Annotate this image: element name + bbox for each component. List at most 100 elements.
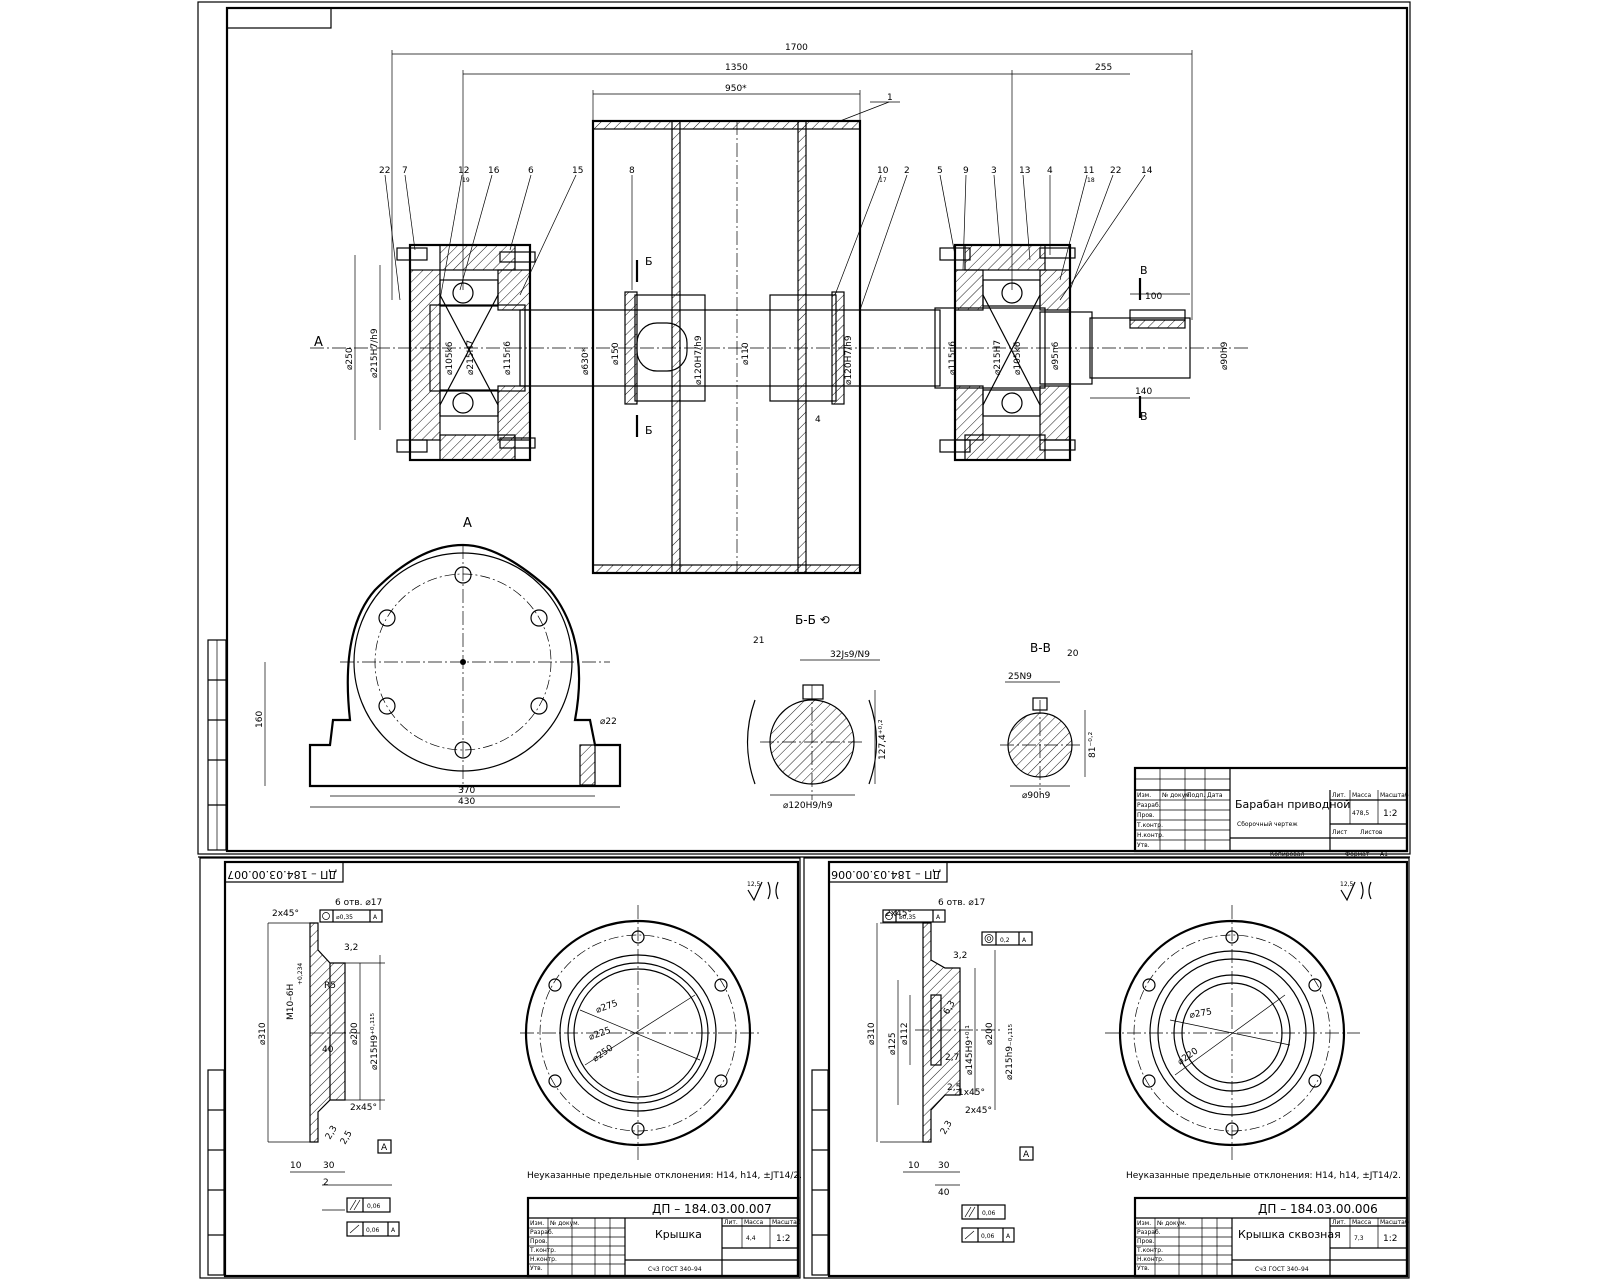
left-d2-5: 2,5 — [339, 1129, 355, 1146]
right-d125: ⌀125 — [888, 1032, 898, 1055]
main-scale: 1:2 — [1383, 809, 1397, 819]
balloon-3: 3 — [991, 166, 997, 176]
right-code-rotated: ДП – 184.03.00.006 — [831, 868, 941, 881]
vv-balloon: 20 — [1067, 649, 1079, 659]
view-a: A — [264, 516, 622, 808]
left-title: Крышка — [655, 1228, 702, 1241]
left-datum-a — [377, 1139, 392, 1154]
right-note: Неуказанные предельные отклонения: H14, … — [1126, 1171, 1401, 1181]
stamp-list-label: Лист — [1332, 829, 1348, 836]
right-d310: ⌀310 — [867, 1022, 877, 1045]
left-tol-pos-ref: A — [373, 914, 378, 921]
balloon-22-left: 22 — [379, 166, 390, 176]
left-roughness: 12,5 — [747, 881, 761, 888]
stamp-header-data: Дата — [1207, 792, 1223, 799]
balloon-leaders — [384, 101, 1146, 311]
right-phi275: ⌀275 — [1189, 1007, 1213, 1021]
right-title-block — [1133, 1196, 1409, 1278]
balloon-10: 10 — [877, 166, 889, 176]
margin-strip-right — [811, 1069, 829, 1276]
left-phi275: ⌀275 — [595, 999, 620, 1016]
right-scale-label: Масштаб — [1380, 1219, 1409, 1226]
stamp-lit-label: Лит. — [1332, 792, 1346, 799]
left-note: Неуказанные предельные отклонения: H14, … — [527, 1171, 802, 1181]
balloon-19: 19 — [462, 177, 470, 184]
dim-phi22: ⌀22 — [600, 717, 617, 727]
sheet-frames — [197, 1, 1411, 1279]
balloon-13: 13 — [1019, 166, 1030, 176]
left-fcf-parallel — [346, 1197, 391, 1213]
left-d2: 2 — [323, 1178, 329, 1188]
fit-110: ⌀110 — [741, 342, 751, 365]
left-lit-label: Лит. — [724, 1219, 738, 1226]
left-tol-run-ref: A — [391, 1227, 396, 1234]
balloon-9: 9 — [963, 166, 969, 176]
right-fcf-parallel — [961, 1204, 1006, 1220]
left-fcf-position — [319, 909, 383, 923]
left-d310: ⌀310 — [258, 1022, 268, 1045]
balloon-22-right: 22 — [1110, 166, 1121, 176]
left-holes: 6 отв. ⌀17 — [335, 898, 382, 908]
right-stamp-tkontr: Т.контр. — [1136, 1247, 1163, 1254]
vv-depth: 81⁻⁰·² — [1088, 731, 1098, 758]
right-d2-5: 2,5 — [947, 1083, 961, 1093]
right-d40: 40 — [938, 1188, 950, 1198]
right-title: Крышка сквозная — [1238, 1228, 1341, 1241]
left-material: Сч3 ГОСТ 340–94 — [648, 1266, 702, 1273]
left-d30: 30 — [323, 1161, 335, 1171]
right-tol-run: 0,06 — [981, 1233, 995, 1240]
left-chamfer1: 2x45° — [272, 909, 299, 919]
fit-215b: ⌀215H7 — [466, 340, 476, 375]
balloon-18: 18 — [1087, 177, 1095, 184]
fit-115: ⌀115n6 — [503, 341, 513, 375]
right-fcf-position — [882, 909, 946, 923]
left-profile — [267, 922, 392, 1211]
right-stamp-nkontr: Н.контр. — [1137, 1256, 1164, 1263]
right-chamfer1: 2x45° — [885, 909, 912, 919]
vv-diameter: ⌀90h9 — [1022, 791, 1051, 801]
balloon-14: 14 — [1141, 166, 1153, 176]
left-tol-run: 0,06 — [366, 1227, 380, 1234]
left-code-rotated: ДП – 184.03.00.007 — [227, 868, 337, 881]
dim-370: 370 — [458, 786, 475, 796]
section-b-label-bottom: Б — [645, 424, 653, 437]
stamp-header-izm: Изм. — [1137, 792, 1151, 799]
right-sheet-code-box — [828, 861, 948, 883]
left-phi250: ⌀250 — [591, 1043, 615, 1064]
left-stamp-izm: Изм. — [530, 1220, 544, 1227]
balloon-2: 2 — [904, 166, 910, 176]
right-chamfer2: 2x45° — [965, 1106, 992, 1116]
right-d2-3: 2,3 — [939, 1119, 955, 1136]
section-v-label-top: В — [1140, 264, 1148, 277]
dim-255: 255 — [1095, 63, 1112, 73]
left-r5: R5 — [324, 981, 336, 991]
section-bb-title: Б-Б ⟲ — [795, 613, 830, 627]
dim-100: 100 — [1145, 292, 1162, 302]
right-tol-conc: 0,2 — [1000, 937, 1010, 944]
fit-630: ⌀630* — [581, 347, 591, 375]
main-format: A1 — [1380, 851, 1388, 858]
stamp-row-tkontr: Т.контр. — [1136, 822, 1163, 829]
view-a-arrow-label: A — [314, 335, 323, 350]
left-phi225: ⌀225 — [588, 1026, 613, 1043]
left-tol-pos: ⌀0,35 — [336, 914, 353, 921]
balloon-5: 5 — [937, 166, 943, 176]
balloon-7: 7 — [402, 166, 408, 176]
right-d145: ⌀145H9⁺⁰·¹ — [965, 1025, 975, 1075]
balloon-1: 1 — [887, 93, 893, 103]
right-lit-label: Лит. — [1332, 1219, 1346, 1226]
dim-4: 4 — [815, 415, 821, 425]
fit-105: ⌀105k6 — [445, 341, 455, 375]
left-stamp-tkontr: Т.контр. — [529, 1247, 556, 1254]
right-stamp-prov: Пров. — [1137, 1238, 1155, 1245]
dim-950: 950* — [725, 84, 747, 94]
left-stamp-nkontr: Н.контр. — [530, 1256, 557, 1263]
balloon-17: 17 — [879, 177, 887, 184]
right-code: ДП – 184.03.00.006 — [1258, 1202, 1378, 1216]
right-phi220: ⌀220 — [1176, 1046, 1200, 1067]
right-tol-pos-ref: A — [936, 914, 941, 921]
right-r3-2: 3,2 — [953, 951, 967, 961]
left-d200: ⌀200 — [350, 1022, 360, 1045]
section-vv-title: В-В — [1030, 641, 1051, 655]
